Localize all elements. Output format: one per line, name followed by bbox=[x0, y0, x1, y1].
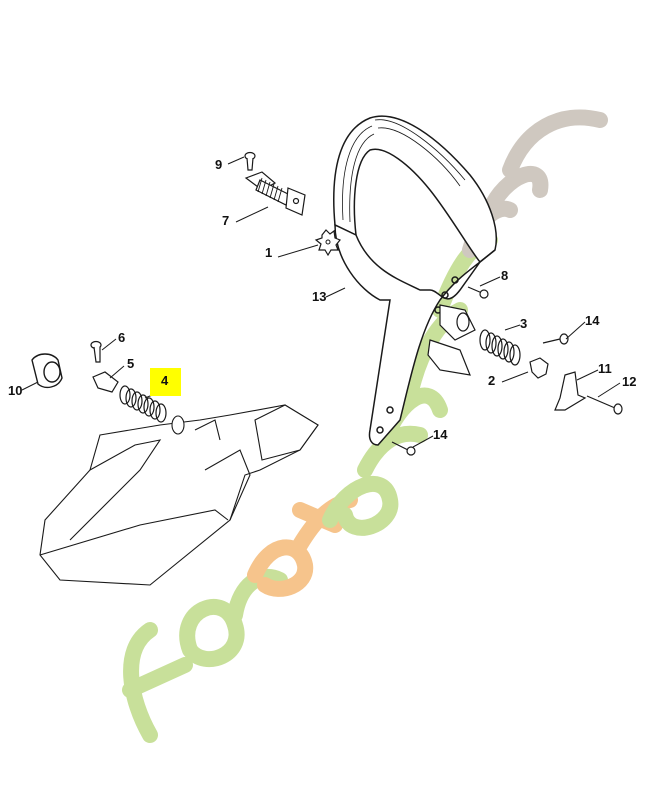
callout-13: 13 bbox=[312, 289, 327, 304]
callout-11: 11 bbox=[598, 361, 612, 376]
bracket-part-11 bbox=[554, 371, 587, 411]
callout-14-upper: 14 bbox=[585, 313, 600, 328]
leader-lines bbox=[21, 156, 621, 448]
spring-part-3 bbox=[479, 329, 521, 366]
callout-5: 5 bbox=[127, 356, 135, 371]
star-washer-part-1 bbox=[314, 229, 341, 257]
callout-8: 8 bbox=[501, 268, 509, 283]
screw-part-8 bbox=[467, 286, 489, 299]
callout-12: 12 bbox=[622, 374, 637, 389]
spring-part-4 bbox=[119, 385, 167, 423]
callout-6: 6 bbox=[118, 330, 126, 345]
callout-3: 3 bbox=[520, 316, 528, 331]
bracket-assembly bbox=[427, 304, 476, 376]
mount-part-7 bbox=[244, 171, 306, 216]
highlight-part-4 bbox=[150, 368, 181, 396]
cap-part-10 bbox=[31, 353, 63, 389]
bushing-part-5 bbox=[92, 371, 119, 393]
knob-part-2 bbox=[529, 357, 549, 379]
screw-part-14-lower bbox=[391, 441, 416, 456]
callout-10: 10 bbox=[8, 383, 23, 398]
screw-part-12 bbox=[586, 395, 623, 415]
callout-7: 7 bbox=[222, 213, 230, 228]
callout-4: 4 bbox=[161, 373, 169, 388]
screw-part-14-upper bbox=[542, 333, 569, 345]
callout-1: 1 bbox=[265, 245, 273, 260]
tank-housing bbox=[39, 404, 319, 586]
handlebar-part-13 bbox=[333, 115, 497, 446]
callout-9: 9 bbox=[215, 157, 223, 172]
callout-14-lower: 14 bbox=[433, 427, 448, 442]
screw-part-9 bbox=[244, 151, 256, 171]
screw-part-6 bbox=[90, 340, 102, 363]
callout-2: 2 bbox=[488, 373, 496, 388]
